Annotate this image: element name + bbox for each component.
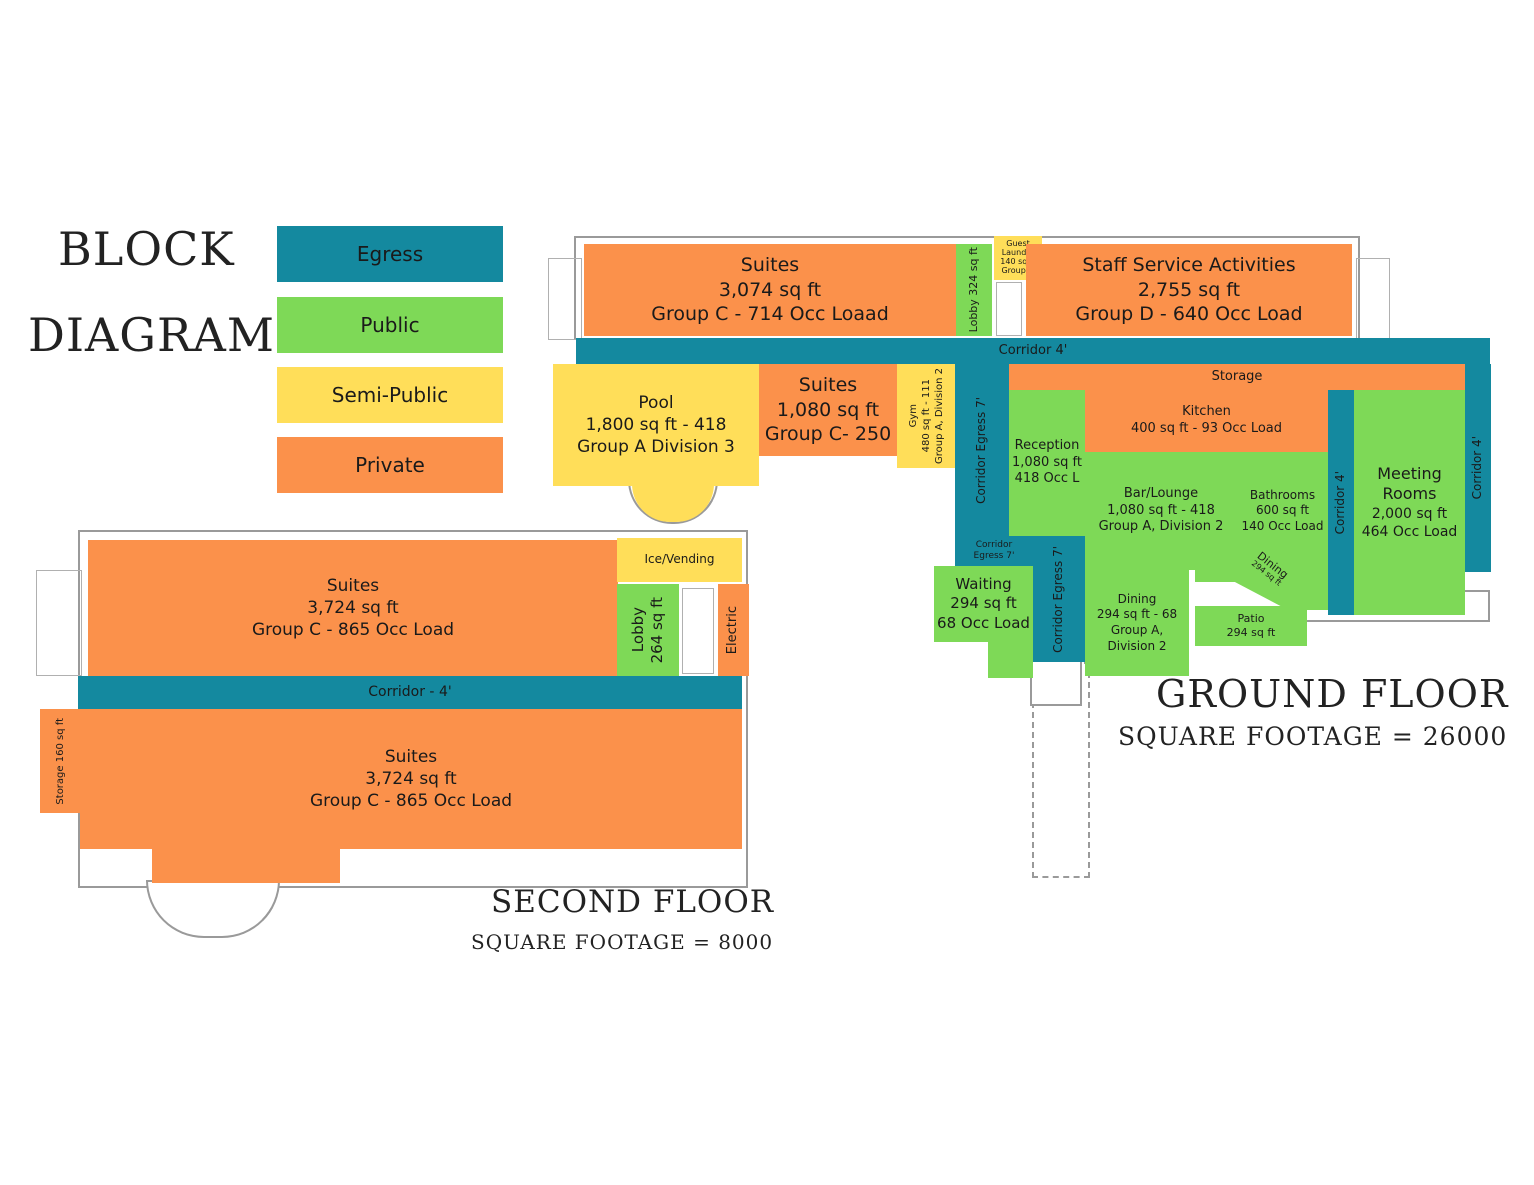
ground-corridor-4-inner: Corridor 4' <box>1328 390 1354 615</box>
legend-private: Private <box>277 437 503 493</box>
ground-corridor-egress-7-b: Corridor Egress 7' <box>1033 536 1085 662</box>
second-floor-square-footage: SQUARE FOOTAGE = 8000 <box>471 930 774 954</box>
second-corridor: Corridor - 4' <box>78 676 742 709</box>
second-floor-bay <box>146 880 280 938</box>
ground-suites-mid: Suites 1,080 sq ft Group C- 250 <box>759 364 897 456</box>
diagram-title-line2: DIAGRAM <box>28 308 275 362</box>
ground-reception: Reception 1,080 sq ft 418 Occ L <box>1009 390 1085 536</box>
ground-staff-service: Staff Service Activities 2,755 sq ft Gro… <box>1026 244 1352 336</box>
legend-semi-public: Semi-Public <box>277 367 503 423</box>
ground-gym: Gym 480 sq ft - 111 Group A, Division 2 <box>897 364 955 468</box>
ground-pool: Pool 1,800 sq ft - 418 Group A Division … <box>553 364 759 486</box>
second-suites-top: Suites 3,724 sq ft Group C - 865 Occ Loa… <box>88 540 618 676</box>
ground-bar-lounge: Bar/Lounge 1,080 sq ft - 418 Group A, Di… <box>1085 452 1237 570</box>
ground-suites-top: Suites 3,074 sq ft Group C - 714 Occ Loa… <box>584 244 956 336</box>
second-ice-vending: Ice/Vending <box>617 538 742 582</box>
ground-storage: Storage <box>1009 364 1465 390</box>
second-floor-stair <box>36 570 82 676</box>
ground-waiting-lower <box>988 640 1033 678</box>
right-stair <box>1356 258 1390 340</box>
lobby-entry-stall <box>996 282 1022 336</box>
ground-corridor-main: Corridor 4' <box>576 338 1490 364</box>
legend-public: Public <box>277 297 503 353</box>
entry-vestibule <box>1030 660 1082 706</box>
ground-kitchen: Kitchen 400 sq ft - 93 Occ Load <box>1085 390 1328 452</box>
second-suites-bottom-lower <box>152 847 340 883</box>
ground-meeting-rooms: Meeting Rooms 2,000 sq ft 464 Occ Load <box>1354 390 1465 615</box>
ground-floor-square-footage: SQUARE FOOTAGE = 26000 <box>1118 722 1508 751</box>
ground-patio: Patio 294 sq ft <box>1195 606 1307 646</box>
ground-corridor-egress-7-a: Corridor Egress 7' <box>955 364 1009 536</box>
ground-lobby: Lobby 324 sq ft <box>956 244 992 336</box>
ground-bathrooms: Bathrooms 600 sq ft 140 Occ Load <box>1237 452 1328 570</box>
legend-egress: Egress <box>277 226 503 282</box>
second-suites-bottom: Suites 3,724 sq ft Group C - 865 Occ Loa… <box>80 709 742 849</box>
diagram-title-line1: BLOCK <box>58 222 235 276</box>
second-elevator <box>682 588 714 674</box>
ground-corridor-4-right: Corridor 4' <box>1465 364 1491 572</box>
ground-waiting: Waiting 294 sq ft 68 Occ Load <box>934 566 1033 642</box>
ground-corridor-egress-small: Corridor Egress 7' <box>955 536 1033 566</box>
second-lobby: Lobby 264 sq ft <box>617 584 679 676</box>
second-electric: Electric <box>718 584 749 676</box>
second-floor-title: SECOND FLOOR <box>491 884 775 920</box>
ground-pool-bay-fill <box>632 484 714 522</box>
left-stair <box>548 258 582 340</box>
ground-dining: Dining 294 sq ft - 68 Group A, Division … <box>1085 570 1189 676</box>
ground-floor-title: GROUND FLOOR <box>1156 672 1509 716</box>
second-storage: Storage 160 sq ft <box>40 709 80 813</box>
